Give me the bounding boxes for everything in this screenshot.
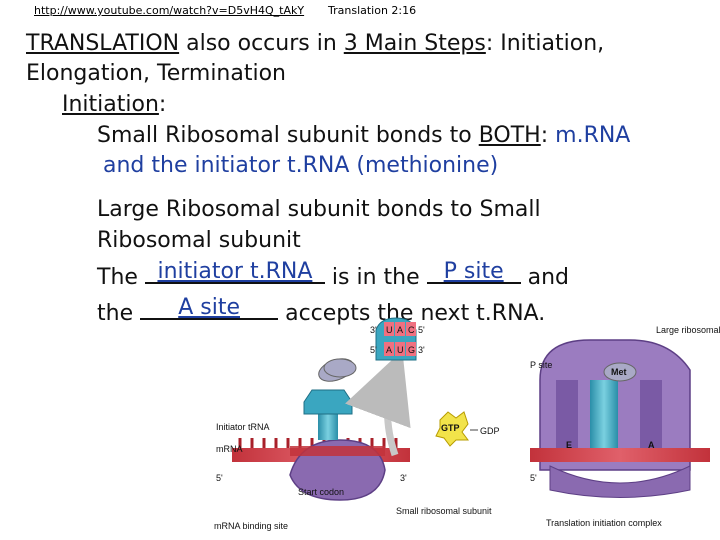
translation-word: TRANSLATION bbox=[26, 31, 180, 56]
text-fragment: and bbox=[520, 265, 570, 290]
translation-initiation-complex: Met E A bbox=[530, 339, 710, 498]
three-prime-left: 3' bbox=[400, 473, 407, 483]
blank-a-site: A site bbox=[140, 295, 279, 320]
five-prime-label-mid: 5' bbox=[370, 345, 377, 355]
text-fragment: Small Ribosomal subunit bonds to bbox=[97, 123, 479, 148]
text-fragment: the bbox=[97, 301, 141, 326]
slide-line-6: Large Ribosomal subunit bonds to Small bbox=[97, 197, 541, 222]
five-prime-label-top: 5' bbox=[418, 325, 425, 335]
answer-a-site: A site bbox=[178, 295, 240, 320]
answer-initiator-trna: initiator t.RNA bbox=[157, 259, 313, 284]
text-fragment: : bbox=[158, 92, 167, 117]
slide-line-1: TRANSLATION also occurs in 3 Main Steps:… bbox=[26, 30, 604, 58]
gtp-label: GTP bbox=[441, 423, 460, 433]
mrna-binding-site-label: mRNA binding site bbox=[214, 521, 288, 531]
codon-g: G bbox=[408, 345, 415, 355]
gtp-burst bbox=[435, 411, 469, 447]
small-subunit-label: Small ribosomal subunit bbox=[396, 506, 492, 516]
complex-label: Translation initiation complex bbox=[546, 518, 662, 528]
three-prime-label-top: 3' bbox=[370, 325, 377, 335]
timestamp: Translation 2:16 bbox=[328, 4, 417, 17]
initiation-heading: Initiation bbox=[62, 92, 159, 117]
slide-line-2: Elongation, Termination bbox=[26, 61, 286, 86]
slide-line-8: The initiator t.RNA is in the P site and bbox=[97, 259, 570, 292]
slide-line-4: Small Ribosomal subunit bonds to BOTH: m… bbox=[97, 122, 630, 150]
mrna-overlay bbox=[290, 446, 385, 456]
header-bar: http://www.youtube.com/watch?v=D5vH4Q_tA… bbox=[34, 4, 416, 17]
mrna-word: m.RNA bbox=[555, 123, 631, 148]
met-label-right: Met bbox=[611, 367, 627, 377]
anticodon-u: U bbox=[386, 325, 393, 335]
arrow-curve bbox=[345, 350, 411, 457]
codon-a: A bbox=[386, 345, 392, 355]
slide-line-7: Ribosomal subunit bbox=[97, 228, 301, 253]
trna-upper: U A C A U G 3' 5' 5' 3' bbox=[323, 317, 425, 378]
e-site-label: E bbox=[566, 440, 572, 450]
text-fragment: also occurs in bbox=[179, 31, 344, 56]
blank-initiator: initiator t.RNA bbox=[144, 259, 325, 284]
text-fragment: accepts the next t.RNA. bbox=[278, 301, 546, 326]
three-prime-label-mid: 3' bbox=[418, 345, 425, 355]
codon-u: U bbox=[397, 345, 404, 355]
five-prime-left: 5' bbox=[216, 473, 223, 483]
anticodon-a: A bbox=[397, 325, 403, 335]
gdp-label: GDP bbox=[480, 426, 500, 436]
five-prime-right: 5' bbox=[530, 473, 537, 483]
anticodon-c: C bbox=[408, 325, 415, 335]
text-fragment: The bbox=[97, 265, 145, 290]
slide-line-9: the A site accepts the next t.RNA. bbox=[97, 295, 546, 328]
both-word: BOTH bbox=[478, 123, 541, 148]
main-steps-phrase: 3 Main Steps bbox=[343, 31, 486, 56]
initiator-trna-label: Initiator tRNA bbox=[216, 422, 270, 432]
p-site-label: P site bbox=[530, 360, 552, 370]
large-subunit-label: Large ribosomal subunit bbox=[656, 325, 720, 335]
slide-line-5: and the initiator t.RNA (methionine) bbox=[103, 153, 499, 178]
blank-p-site: P site bbox=[426, 259, 521, 284]
text-fragment: : Initiation, bbox=[485, 31, 605, 56]
slide-line-3: Initiation: bbox=[62, 91, 166, 119]
text-fragment: : bbox=[540, 123, 556, 148]
start-codon-label: Start codon bbox=[298, 487, 344, 497]
mrna-label: mRNA bbox=[216, 444, 243, 454]
answer-p-site: P site bbox=[443, 259, 504, 284]
video-link[interactable]: http://www.youtube.com/watch?v=D5vH4Q_tA… bbox=[34, 4, 305, 17]
a-site-label: A bbox=[648, 440, 655, 450]
text-fragment: is in the bbox=[324, 265, 427, 290]
